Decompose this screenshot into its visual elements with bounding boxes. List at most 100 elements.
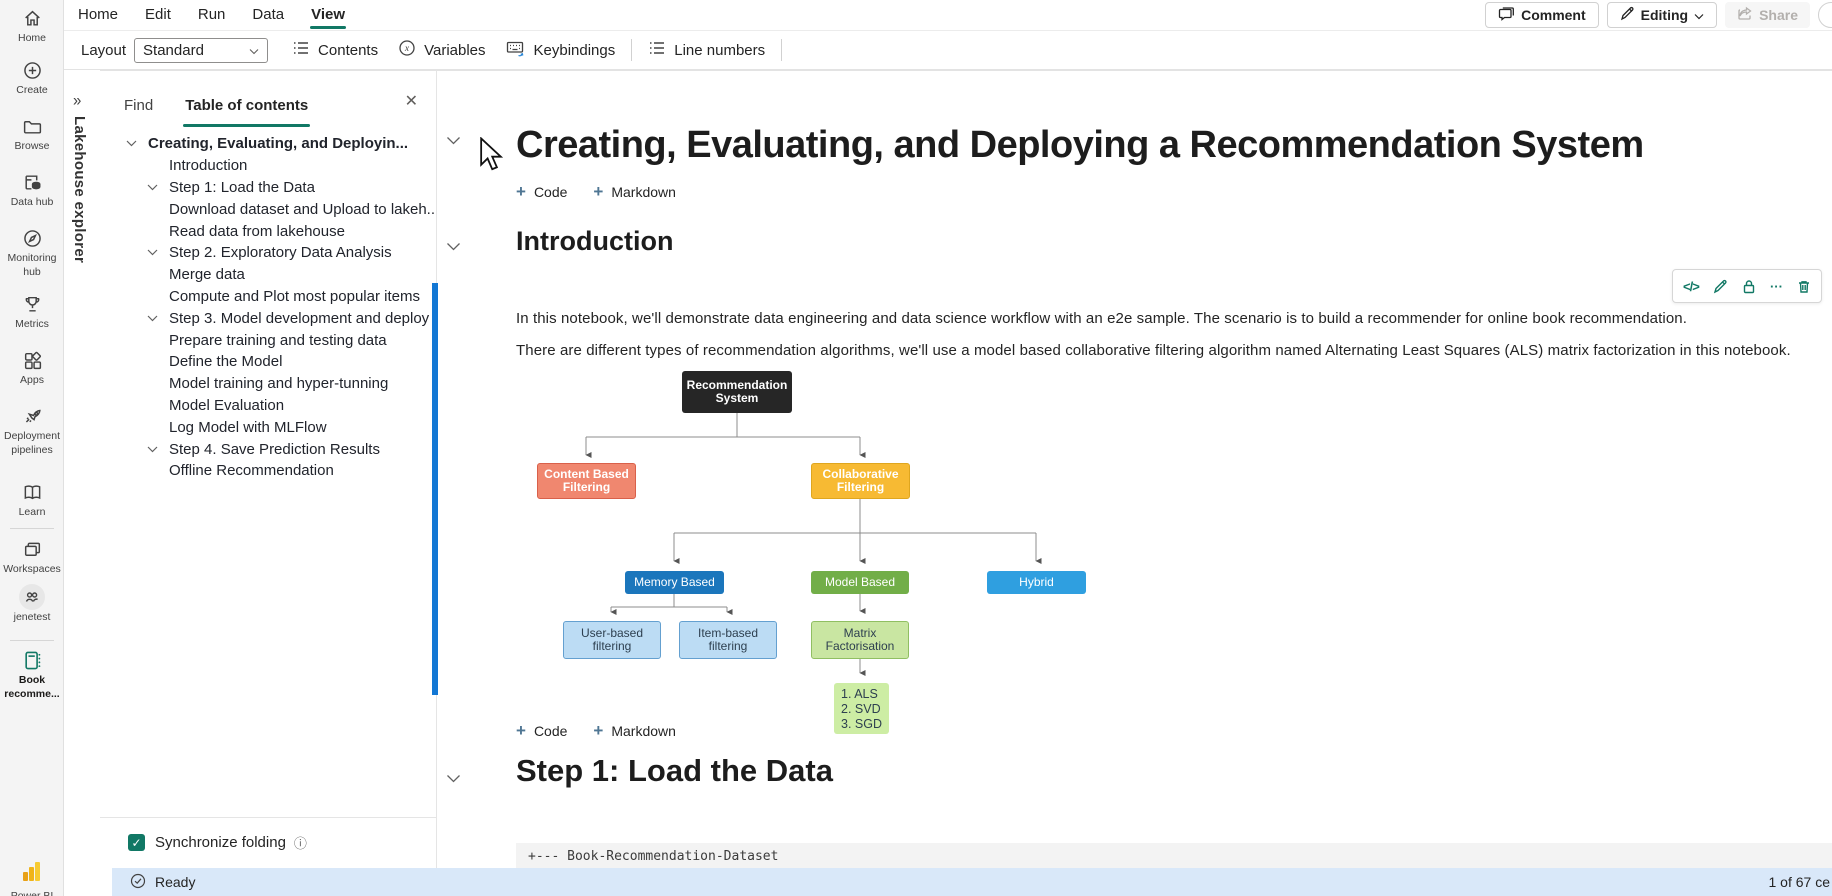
lock-cell-icon[interactable]	[1742, 279, 1756, 294]
svg-text:x: x	[404, 44, 410, 54]
diagram-node-model-based: Model Based	[811, 571, 909, 594]
cell-count-label: 1 of 67 ce	[1768, 874, 1831, 890]
toc-item[interactable]: Read data from lakehouse	[169, 222, 345, 240]
sidebar-item-label: Browse	[14, 140, 50, 152]
share-button[interactable]: Share	[1725, 2, 1810, 28]
sidebar-item-deployment-pipelines[interactable]: Deployment pipelines	[0, 404, 64, 456]
toc-item[interactable]: Define the Model	[169, 353, 283, 371]
editing-mode-dropdown[interactable]: Editing	[1606, 2, 1718, 28]
menu-view[interactable]: View	[307, 0, 349, 31]
power-bi-logo[interactable]	[0, 856, 64, 886]
chevron-down-icon[interactable]	[147, 249, 160, 256]
plus-icon: +	[516, 721, 526, 740]
keybindings-button[interactable]: Keybindings	[496, 35, 626, 65]
chevron-down-icon[interactable]	[147, 184, 160, 191]
pencil-icon	[1620, 6, 1635, 24]
sidebar-item-jenetest[interactable]: jenetest	[0, 584, 64, 623]
add-markdown-button[interactable]: +Markdown	[593, 721, 676, 740]
menu-run[interactable]: Run	[197, 5, 226, 23]
edit-cell-icon[interactable]	[1713, 279, 1728, 294]
collapse-step1-chevron[interactable]	[446, 771, 461, 789]
toc-item[interactable]: Model Evaluation	[169, 396, 285, 414]
toc-tree: Creating, Evaluating, and Deployin... In…	[100, 133, 436, 482]
intro-paragraph-2: There are different types of recommendat…	[516, 342, 1791, 359]
delete-cell-icon[interactable]	[1797, 279, 1811, 294]
cell-toolbar: </> ···	[1672, 269, 1822, 303]
sidebar-item-create[interactable]: Create	[0, 58, 64, 96]
sidebar-item-data-hub[interactable]: Data hub	[0, 170, 64, 208]
close-icon[interactable]: ✕	[404, 93, 418, 110]
ready-status-label: Ready	[155, 874, 196, 890]
info-icon[interactable]: ⓘ	[293, 836, 307, 851]
step1-heading: Step 1: Load the Data	[516, 753, 833, 788]
toc-item[interactable]: Prepare training and testing data	[169, 331, 387, 349]
toc-item[interactable]: Step 2. Exploratory Data Analysis	[100, 242, 436, 264]
intro-heading: Introduction	[516, 226, 674, 256]
sidebar-item-label: Learn	[18, 506, 46, 518]
toc-item[interactable]: Step 4. Save Prediction Results	[100, 438, 436, 460]
collapse-title-chevron[interactable]	[446, 133, 461, 151]
panel-scrollbar[interactable]	[432, 283, 438, 695]
toc-item[interactable]: Step 3. Model development and deploy	[100, 307, 436, 329]
more-options-icon[interactable]: ···	[1769, 278, 1783, 294]
expand-panel-icon[interactable]: »	[73, 91, 82, 110]
sidebar-item-monitoring-hub[interactable]: Monitoring hub	[0, 226, 64, 278]
toc-item[interactable]: Log Model with MLFlow	[169, 418, 327, 436]
code-cell[interactable]: +--- Book-Recommendation-Dataset	[516, 843, 1832, 868]
sidebar-item-workspaces[interactable]: Workspaces	[0, 537, 64, 575]
menu-data[interactable]: Data	[252, 5, 285, 23]
variables-button[interactable]: x Variables	[388, 35, 495, 65]
contents-toggle-button[interactable]: Contents	[282, 35, 388, 65]
line-numbers-toggle-button[interactable]: Line numbers	[638, 35, 775, 65]
sidebar-item-metrics[interactable]: Metrics	[0, 292, 64, 330]
toolbar-divider	[781, 39, 783, 61]
menu-home[interactable]: Home	[78, 5, 119, 23]
add-code-button[interactable]: +Code	[516, 721, 568, 740]
layout-select[interactable]: Standard	[134, 37, 269, 63]
lakehouse-explorer-label[interactable]: Lakehouse explorer	[71, 116, 88, 264]
sidebar-item-browse[interactable]: Browse	[0, 114, 64, 152]
chevron-down-icon[interactable]	[126, 140, 139, 147]
toc-item[interactable]: Compute and Plot most popular items	[169, 287, 420, 305]
collapse-intro-chevron[interactable]	[446, 239, 461, 257]
diagram-node-content-based-filtering: Content Based Filtering	[537, 463, 636, 499]
diagram-node-matrix-factorisation: Matrix Factorisation	[811, 621, 909, 659]
toc-item[interactable]: Download dataset and Upload to lakeh...	[169, 200, 436, 218]
chevron-down-icon[interactable]	[147, 446, 160, 453]
contents-icon	[292, 40, 310, 60]
sidebar-item-label: Create	[16, 84, 48, 96]
sidebar-item-label: Book	[18, 674, 46, 686]
chevron-down-icon[interactable]	[147, 315, 160, 322]
notebook-canvas: Creating, Evaluating, and Deploying a Re…	[437, 70, 1832, 868]
add-markdown-button[interactable]: +Markdown	[593, 182, 676, 201]
diagram-node-hybrid: Hybrid	[987, 571, 1086, 594]
diagram-node-item-based-filtering: Item-based filtering	[679, 621, 777, 659]
intro-paragraph-1: In this notebook, we'll demonstrate data…	[516, 310, 1687, 327]
sidebar-item-apps[interactable]: Apps	[0, 348, 64, 386]
tab-find[interactable]: Find	[124, 97, 154, 114]
comment-button[interactable]: Comment	[1485, 2, 1599, 28]
toc-panel: Find Table of contents ✕ Creating, Evalu…	[100, 70, 437, 868]
sidebar-item-label: Deployment	[3, 430, 61, 442]
account-button-partial[interactable]	[1818, 2, 1832, 28]
synchronize-folding-checkbox[interactable]: ✓	[128, 834, 145, 851]
plus-icon: +	[593, 721, 604, 740]
trophy-icon	[0, 292, 64, 316]
toc-item[interactable]: Merge data	[169, 266, 245, 284]
sidebar-item-book-recommendation[interactable]: Book recomme...	[0, 648, 64, 700]
toc-item[interactable]: Creating, Evaluating, and Deployin...	[100, 133, 436, 155]
toc-item[interactable]: Step 1: Load the Data	[100, 177, 436, 199]
toc-item[interactable]: Introduction	[169, 157, 248, 175]
menu-edit[interactable]: Edit	[145, 5, 171, 23]
code-output-line: +--- Book-Recommendation-Dataset	[528, 849, 779, 864]
sidebar-item-home[interactable]: Home	[0, 6, 64, 44]
diagram-node-user-based-filtering: User-based filtering	[563, 621, 661, 659]
notebook-title: Creating, Evaluating, and Deploying a Re…	[516, 124, 1644, 166]
add-code-button[interactable]: +Code	[516, 182, 568, 201]
tab-table-of-contents[interactable]: Table of contents	[183, 93, 311, 127]
chevron-down-icon	[1694, 7, 1704, 23]
sidebar-item-learn[interactable]: Learn	[0, 480, 64, 518]
convert-to-code-icon[interactable]: </>	[1683, 278, 1700, 294]
toc-item[interactable]: Offline Recommendation	[169, 462, 334, 480]
toc-item[interactable]: Model training and hyper-tunning	[169, 375, 389, 393]
